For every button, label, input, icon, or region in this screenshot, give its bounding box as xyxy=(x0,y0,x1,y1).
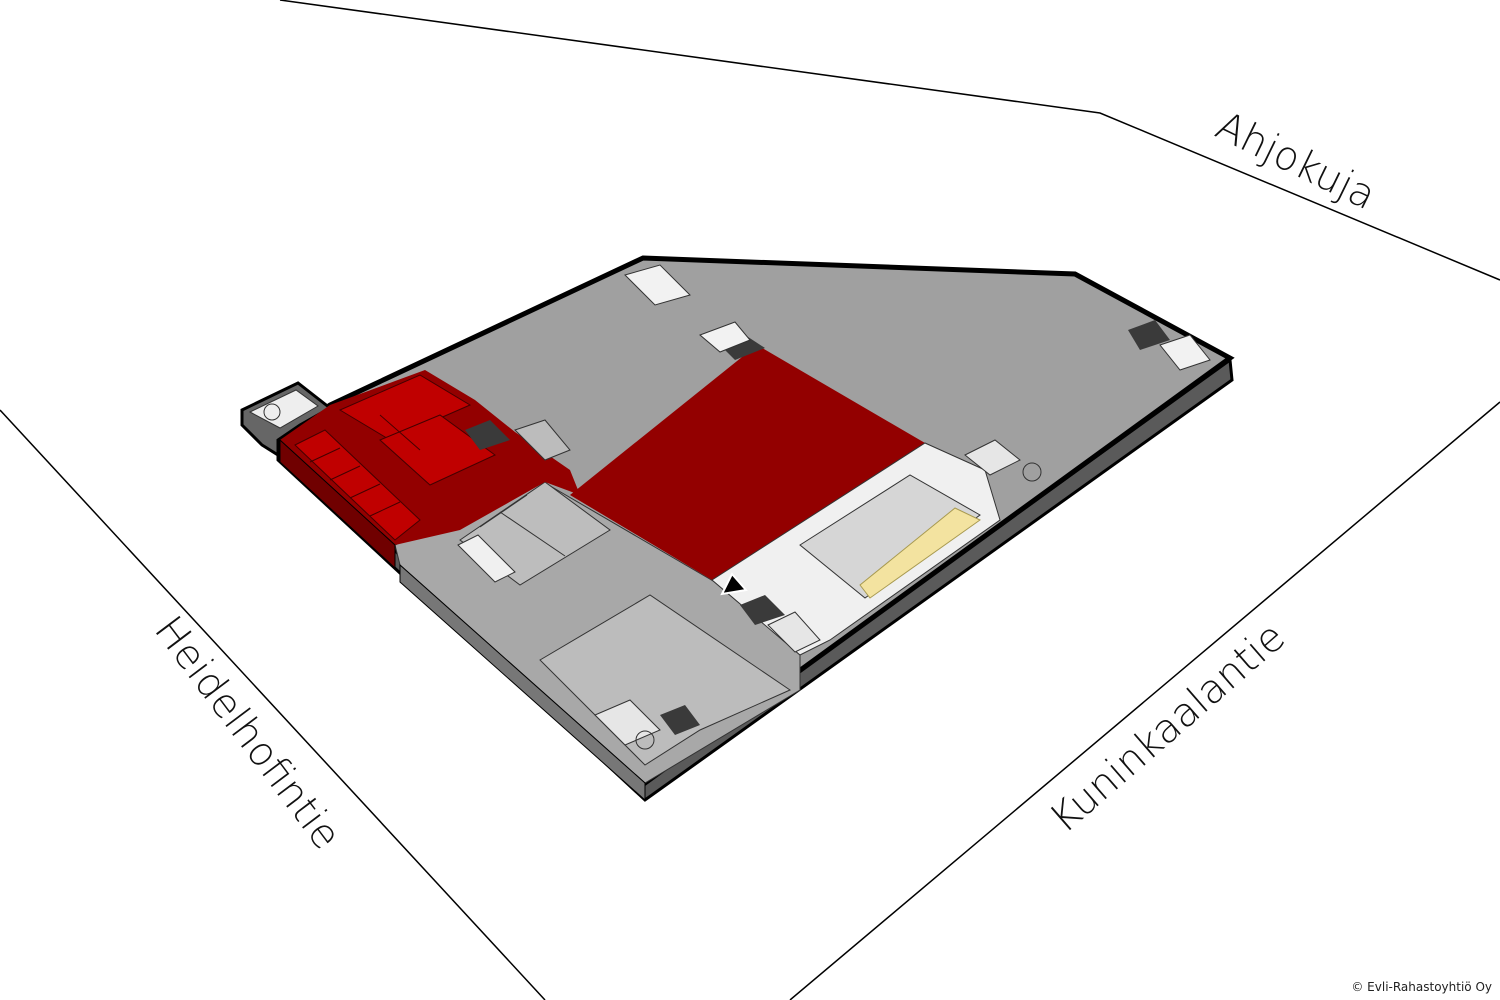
restroom-block xyxy=(1159,334,1211,371)
service-core xyxy=(514,419,571,461)
service-core xyxy=(1128,320,1170,350)
service-core xyxy=(465,420,510,450)
elevator-icon xyxy=(1022,462,1042,482)
room-divider xyxy=(329,465,361,481)
room-divider xyxy=(479,494,528,528)
elevator-icon xyxy=(635,730,655,750)
premises-rooms xyxy=(294,374,496,541)
restroom-block xyxy=(699,321,751,353)
room-red xyxy=(338,374,472,441)
building xyxy=(240,255,1235,802)
you-are-here-arrow-icon xyxy=(720,572,748,596)
street-line-north xyxy=(279,0,1500,281)
room-red xyxy=(294,429,421,541)
wall-segment-sw xyxy=(399,563,646,802)
room-divider xyxy=(369,501,401,517)
premises-highlight-west-wall xyxy=(279,438,396,570)
street-line-east xyxy=(789,401,1500,1000)
stair-ramp xyxy=(859,507,981,599)
copyright-notice: © Evli-Rahastoyhtiö Oy xyxy=(1351,980,1492,994)
room-divider xyxy=(499,511,566,557)
room-divider xyxy=(309,447,341,463)
service-core xyxy=(660,705,700,735)
elevator-icon xyxy=(263,403,281,421)
street-line-west xyxy=(0,409,546,1000)
elevator-block xyxy=(594,699,661,746)
service-core xyxy=(740,595,785,625)
room-red xyxy=(379,414,496,486)
restroom-block xyxy=(624,264,691,306)
premises-highlight-main xyxy=(570,345,925,580)
room-light-strip xyxy=(457,534,516,583)
elevator-block xyxy=(767,611,821,653)
room-divider xyxy=(349,483,381,499)
elevator-block xyxy=(964,439,1021,476)
room-divider xyxy=(379,414,421,451)
staircase xyxy=(799,474,981,599)
